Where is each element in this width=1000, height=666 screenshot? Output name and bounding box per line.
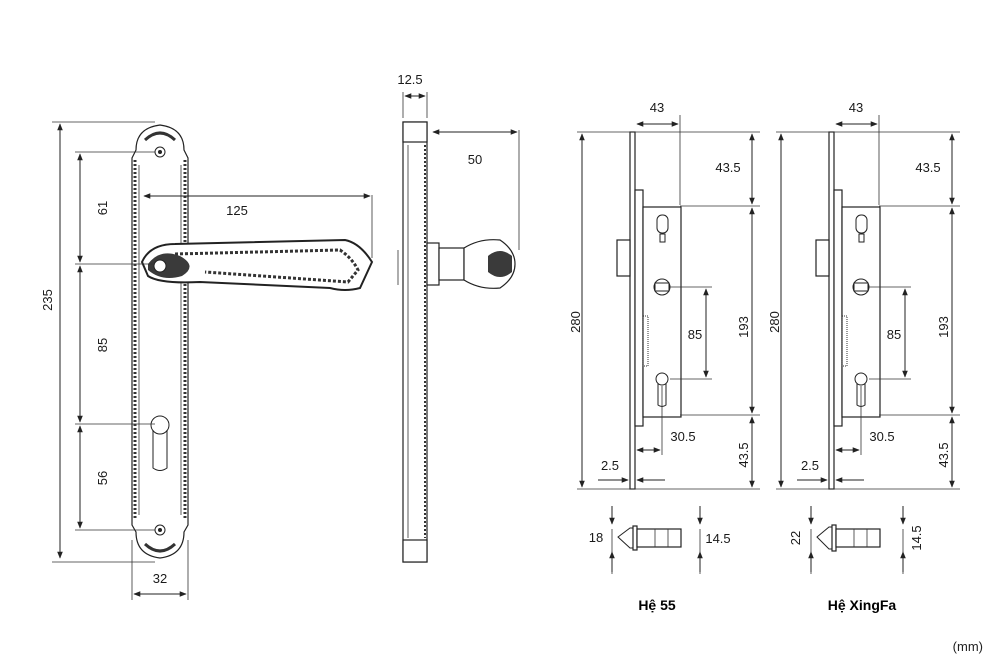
lock-xingfa-dimensions — [776, 115, 960, 490]
dim-top-to-handle: 61 — [95, 201, 110, 215]
he55-top-offset: 43.5 — [715, 160, 740, 175]
he55-center-distance: 85 — [688, 327, 702, 342]
he55-bottom-offset: 43.5 — [736, 442, 751, 467]
dim-plate-width: 32 — [153, 571, 167, 586]
latch-detail-he55 — [609, 506, 703, 574]
he55-body-height: 193 — [736, 316, 751, 338]
he55-faceplate: 2.5 — [601, 458, 619, 473]
lock-he55-dimensions — [577, 115, 760, 490]
xingfa-total-height: 280 — [767, 311, 782, 333]
xingfa-caption: Hệ XingFa — [828, 597, 897, 613]
he55-top-width: 43 — [650, 100, 664, 115]
xingfa-body-height: 193 — [936, 316, 951, 338]
latch-detail-xingfa — [808, 506, 906, 574]
he55-caption: Hệ 55 — [638, 597, 676, 613]
dim-handle-projection: 50 — [468, 152, 482, 167]
lock-body-xingfa — [815, 131, 881, 490]
xingfa-backset: 30.5 — [869, 429, 894, 444]
dim-handle-length: 125 — [226, 203, 248, 218]
front-view-handle — [131, 124, 374, 559]
lock-body-he55 — [616, 131, 682, 490]
front-view-dimensions — [52, 121, 373, 600]
side-view-dimensions — [402, 92, 520, 250]
dim-key-to-bottom: 56 — [95, 471, 110, 485]
xingfa-top-width: 43 — [849, 100, 863, 115]
he55-backset: 30.5 — [670, 429, 695, 444]
dim-overall-height: 235 — [40, 289, 55, 311]
he55-latch-right: 14.5 — [705, 531, 730, 546]
xingfa-center-distance: 85 — [887, 327, 901, 342]
xingfa-latch-left: 22 — [788, 531, 803, 545]
xingfa-faceplate: 2.5 — [801, 458, 819, 473]
xingfa-top-offset: 43.5 — [915, 160, 940, 175]
unit-label: (mm) — [953, 639, 983, 654]
he55-latch-left: 18 — [589, 530, 603, 545]
he55-total-height: 280 — [568, 311, 583, 333]
xingfa-latch-right: 14.5 — [909, 525, 924, 550]
dim-handle-to-key: 85 — [95, 338, 110, 352]
side-view-handle — [397, 121, 516, 563]
xingfa-bottom-offset: 43.5 — [936, 442, 951, 467]
dim-plate-thickness: 12.5 — [397, 72, 422, 87]
